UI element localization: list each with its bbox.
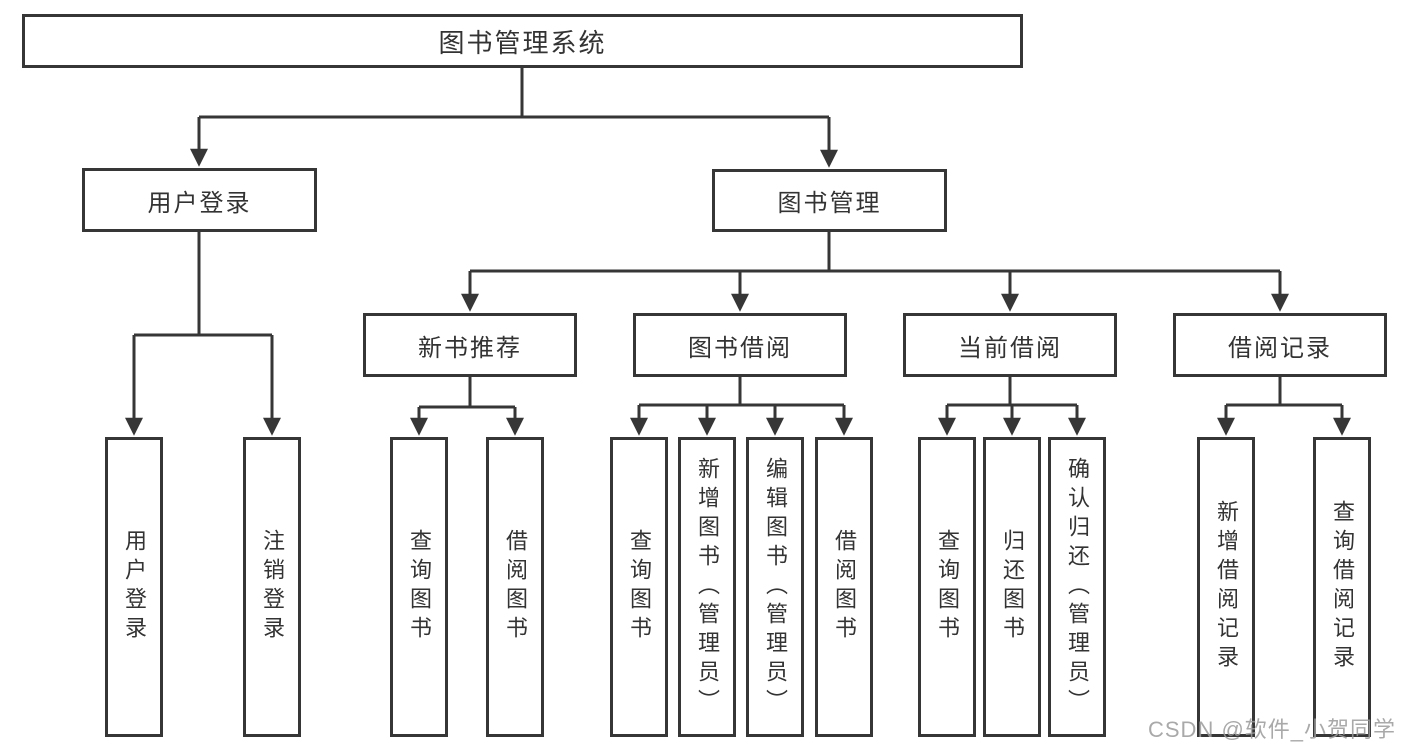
node-borrow-records: 借阅记录 — [1173, 313, 1387, 377]
leaf-query-books-current: 查询图书 — [918, 437, 976, 737]
leaf-borrow-books: 借阅图书 — [815, 437, 873, 737]
node-label: 新书推荐 — [418, 334, 522, 362]
leaf-query-books-recommend: 查询图书 — [390, 437, 448, 737]
leaf-query-borrow-record: 查询借阅记录 — [1313, 437, 1371, 737]
node-current-borrow: 当前借阅 — [903, 313, 1117, 377]
node-label: 图书管理 — [777, 190, 882, 217]
leaf-user-login-action: 用户登录 — [105, 437, 163, 737]
node-label: 图书管理系统 — [438, 27, 607, 58]
leaf-return-books: 归还图书 — [983, 437, 1041, 737]
leaf-label: 借阅图书 — [503, 529, 528, 645]
leaf-label: 查询借阅记录 — [1330, 500, 1355, 674]
leaf-confirm-return-admin: 确认归还（管理员） — [1048, 437, 1106, 737]
leaf-logout: 注销登录 — [243, 437, 301, 737]
leaf-label: 新增图书（管理员） — [695, 456, 720, 718]
leaf-add-borrow-record: 新增借阅记录 — [1197, 437, 1255, 737]
node-library-management-system: 图书管理系统 — [22, 14, 1023, 68]
node-label: 借阅记录 — [1228, 334, 1332, 362]
leaf-label: 查询图书 — [407, 529, 432, 645]
node-label: 用户登录 — [147, 189, 252, 217]
leaf-edit-books-admin: 编辑图书（管理员） — [746, 437, 804, 737]
node-label: 当前借阅 — [958, 334, 1062, 362]
leaf-label: 查询图书 — [935, 529, 960, 645]
leaf-label: 借阅图书 — [832, 529, 857, 645]
node-user-login: 用户登录 — [82, 168, 317, 232]
leaf-borrow-books-recommend: 借阅图书 — [486, 437, 544, 737]
node-book-borrow: 图书借阅 — [633, 313, 847, 377]
node-new-book-recommend: 新书推荐 — [363, 313, 577, 377]
leaf-query-books-borrow: 查询图书 — [610, 437, 668, 737]
leaf-label: 归还图书 — [1000, 529, 1025, 645]
leaf-label: 查询图书 — [627, 529, 652, 645]
node-book-management: 图书管理 — [712, 169, 947, 232]
leaf-label: 注销登录 — [260, 529, 285, 645]
leaf-label: 确认归还（管理员） — [1065, 456, 1090, 718]
leaf-label: 用户登录 — [122, 529, 147, 645]
node-label: 图书借阅 — [688, 334, 792, 362]
leaf-add-books-admin: 新增图书（管理员） — [678, 437, 736, 737]
leaf-label: 新增借阅记录 — [1214, 500, 1239, 674]
leaf-label: 编辑图书（管理员） — [763, 456, 788, 718]
